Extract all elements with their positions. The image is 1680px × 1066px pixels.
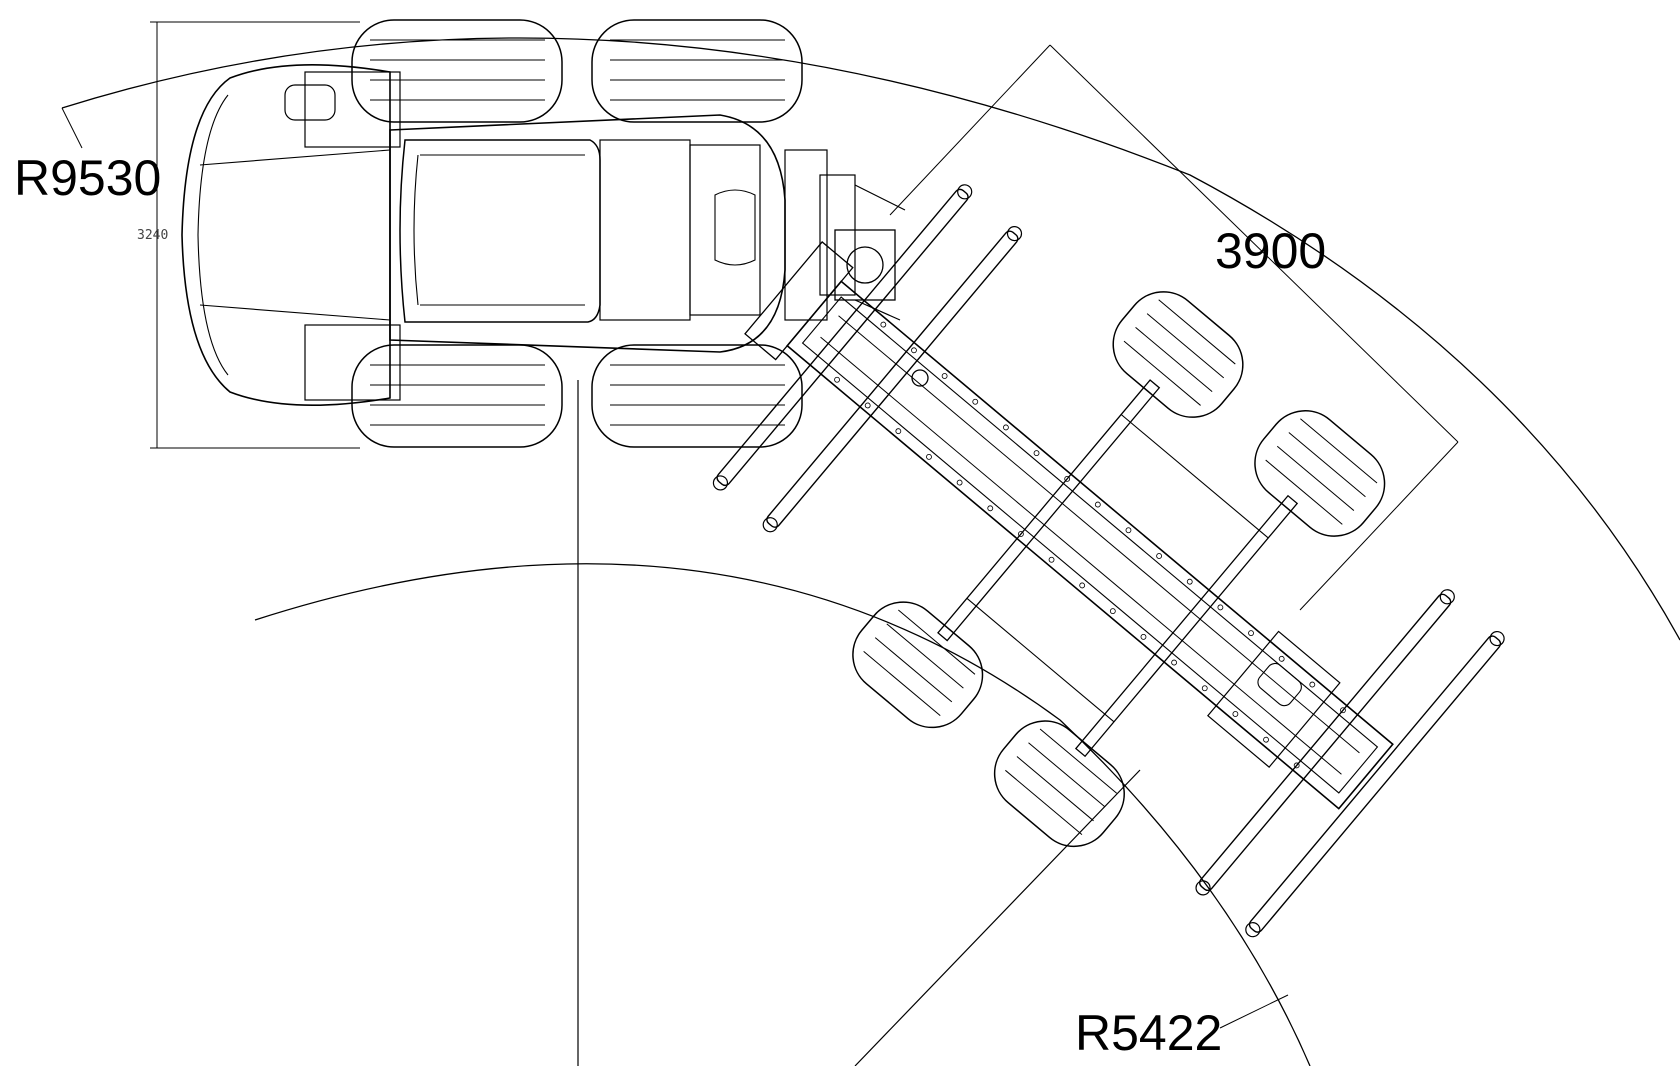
cab-outline (399, 139, 601, 323)
inner-turning-arc (254, 563, 1311, 1066)
outer-turning-arc (61, 37, 1680, 641)
rear-unit (712, 184, 1505, 938)
outer-radius-label: R9530 (14, 150, 161, 206)
front-tire-bottom-right (591, 344, 803, 448)
r5422-leader (1219, 994, 1289, 1029)
rear-frame (786, 280, 1394, 810)
rear-tire-inner-left (852, 601, 984, 729)
stake-bunk-front (712, 184, 1023, 533)
rear-tire-outer-right (1254, 410, 1386, 537)
turning-arcs (61, 37, 1680, 1066)
bogie-axles (937, 379, 1299, 758)
chassis-outline (389, 114, 786, 353)
rear-length-label: 3900 (1215, 223, 1326, 279)
front-body-outline (181, 64, 391, 406)
stake-bunk-rear (1195, 589, 1505, 938)
front-tire-top-right (591, 19, 803, 123)
r9530-leader (61, 107, 83, 149)
front-width-label: 3240 (137, 228, 168, 243)
front-unit (181, 19, 856, 448)
rear-tire-inner-right (993, 720, 1125, 848)
front-tire-bottom-left (351, 344, 563, 448)
rear-tire-outer-left (1112, 291, 1244, 418)
front-tire-top-left (351, 19, 563, 123)
dimension-lines (61, 21, 1459, 1029)
inner-radius-label: R5422 (1075, 1005, 1222, 1061)
articulation-joint (834, 184, 929, 387)
